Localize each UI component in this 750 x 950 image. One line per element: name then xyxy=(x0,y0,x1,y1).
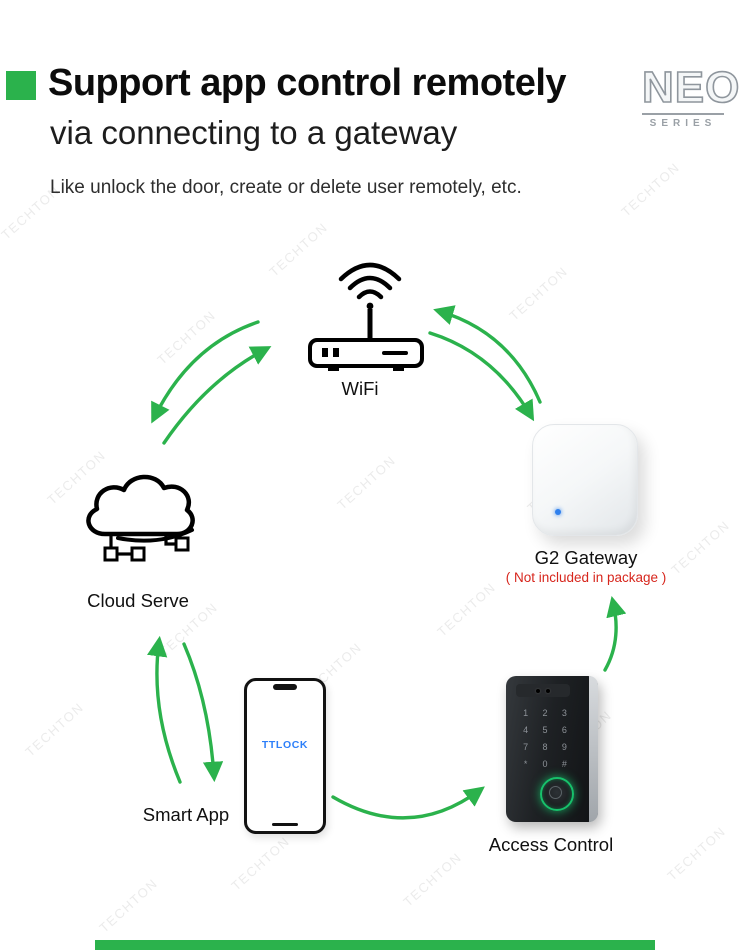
ttlock-app-logo: TTLOCK xyxy=(261,739,309,751)
gateway-label: G2 Gateway xyxy=(534,547,638,568)
logo-neo-text: NEO xyxy=(641,63,741,112)
access-control-label: Access Control xyxy=(488,834,614,855)
cloud-server-icon xyxy=(86,474,195,562)
cloud-label: Cloud Serve xyxy=(87,590,189,611)
arrow-wifi-to-cloud xyxy=(151,320,260,424)
keypad-key: 8 xyxy=(542,742,548,752)
arrow-cloud-to-wifi xyxy=(162,346,272,445)
keypad-key: 6 xyxy=(561,725,567,735)
keypad-key: # xyxy=(561,759,567,769)
keypad-key: 0 xyxy=(542,759,548,769)
gateway-led-indicator xyxy=(555,509,561,515)
page-title: Support app control remotely xyxy=(48,62,567,104)
wifi-router-icon xyxy=(308,262,424,371)
neo-series-logo: NEO SERIES xyxy=(641,63,741,129)
keypad-key: 2 xyxy=(542,708,548,718)
arrow-app-to-cloud xyxy=(147,635,182,784)
green-accent-block xyxy=(6,71,36,100)
phone-home-indicator xyxy=(272,823,298,826)
device-side-edge xyxy=(589,676,598,822)
gateway-note: ( Not included in package ) xyxy=(505,570,667,585)
page-subtitle: via connecting to a gateway xyxy=(50,114,458,151)
logo-series-text: SERIES xyxy=(642,113,724,129)
arrow-gateway-to-wifi xyxy=(433,305,542,404)
arrow-access-to-gateway xyxy=(603,596,627,672)
keypad-key: 5 xyxy=(542,725,548,735)
arrow-cloud-to-app xyxy=(182,642,224,783)
arrow-wifi-to-gateway xyxy=(428,331,535,422)
access-keypad: 1 2 3 4 5 6 7 8 9 * 0 # xyxy=(518,708,572,769)
keypad-key: 3 xyxy=(561,708,567,718)
keypad-key: 1 xyxy=(523,708,529,718)
arrow-app-to-access xyxy=(331,786,485,820)
g2-gateway-device xyxy=(532,424,638,536)
smart-app-label: Smart App xyxy=(142,804,230,825)
bottom-green-bar xyxy=(95,940,655,950)
keypad-key: 9 xyxy=(561,742,567,752)
phone-notch xyxy=(273,684,297,690)
keypad-key: 4 xyxy=(523,725,529,735)
keypad-key: 7 xyxy=(523,742,529,752)
keypad-key: * xyxy=(523,759,528,769)
wifi-label: WiFi xyxy=(341,378,379,399)
fingerprint-reader-icon xyxy=(540,777,574,811)
access-control-device: 1 2 3 4 5 6 7 8 9 * 0 # xyxy=(506,676,598,822)
smartphone-device: TTLOCK xyxy=(244,678,326,834)
tagline: Like unlock the door, create or delete u… xyxy=(50,177,522,198)
doorbell-camera-strip xyxy=(516,684,570,697)
